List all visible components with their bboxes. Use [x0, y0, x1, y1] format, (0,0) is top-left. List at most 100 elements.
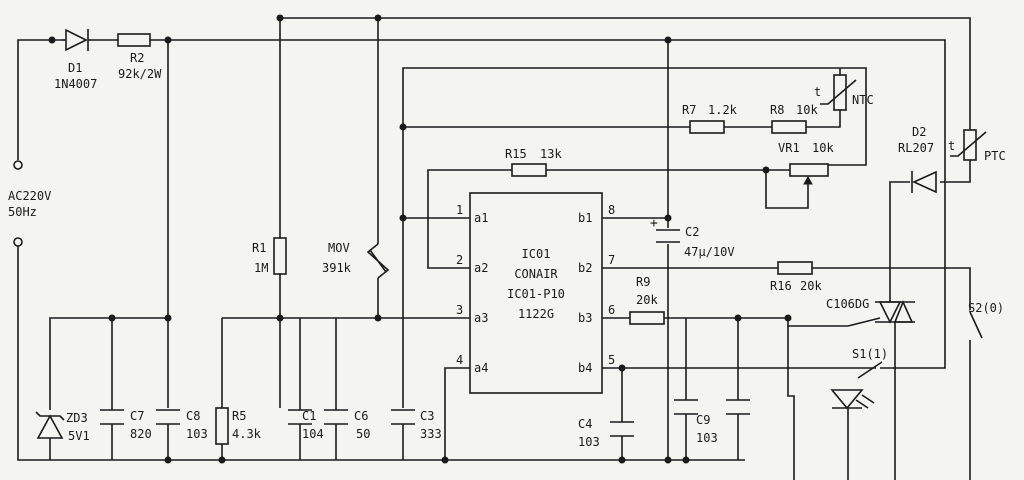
wire-r8-ntc	[806, 110, 841, 128]
thermistor-ptc-symbol	[950, 129, 987, 161]
label-s2-ref: S2(0)	[968, 301, 1004, 315]
ic01-package	[469, 192, 603, 394]
capacitor-c3-symbol	[391, 409, 415, 425]
label-r15-value: 13k	[540, 147, 562, 161]
junction	[164, 456, 172, 464]
ic-pin-name-b4: b4	[578, 361, 592, 375]
resistor-r9-symbol	[629, 311, 665, 325]
label-r2-value: 92k/2W	[118, 67, 162, 81]
capacitor-c7-symbol	[100, 409, 124, 425]
label-r1-ref: R1	[252, 241, 266, 255]
ic-pin-num-2: 2	[456, 253, 463, 267]
wire-zd3-rail	[49, 317, 168, 410]
ic-pin-name-a3: a3	[474, 311, 488, 325]
resistor-r8-symbol	[771, 120, 807, 134]
label-c3-ref: C3	[420, 409, 434, 423]
capacitor-c9-symbol	[674, 399, 698, 415]
label-c7-value: 820	[130, 427, 152, 441]
junction	[618, 456, 626, 464]
potentiometer-vr1-symbol	[789, 163, 829, 185]
ic-pin-name-a4: a4	[474, 361, 488, 375]
label-ptc-ref: PTC	[984, 149, 1006, 163]
junction	[682, 456, 690, 464]
wires	[17, 17, 971, 480]
capacitor-unlabeled-symbol	[726, 399, 750, 415]
label-zd3-value: 5V1	[68, 429, 90, 443]
capacitor-c8-symbol	[156, 409, 180, 425]
label-zd3-ref: ZD3	[66, 411, 88, 425]
label-c6-value: 50	[356, 427, 370, 441]
ic-line-2: CONAIR	[514, 267, 558, 281]
wire-vr1-loop	[765, 170, 809, 209]
junction	[664, 456, 672, 464]
label-r7-ref: R7	[682, 103, 696, 117]
svg-text:+: +	[650, 216, 658, 231]
junction	[399, 214, 407, 222]
ic-pin-num-1: 1	[456, 203, 463, 217]
switch-s2-symbol	[969, 305, 983, 339]
label-r5-value: 4.3k	[232, 427, 262, 441]
wire-r9-gate	[664, 317, 848, 327]
wire-a2-r15	[427, 169, 512, 269]
indicator-lamp-symbol	[830, 389, 875, 410]
thermistor-ntc-symbol	[820, 74, 857, 111]
capacitor-c2-symbol: +	[650, 216, 680, 243]
label-c3-value: 333	[420, 427, 442, 441]
capacitor-c6-symbol	[324, 409, 348, 425]
ic-line-1: IC01	[522, 247, 551, 261]
ic-pin-name-b1: b1	[578, 211, 592, 225]
ic-pin-num-8: 8	[608, 203, 615, 217]
label-c1-value: 104	[302, 427, 324, 441]
label-c4-value: 103	[578, 435, 600, 449]
ic-pin-name-a1: a1	[474, 211, 488, 225]
label-r15-ref: R15	[505, 147, 527, 161]
resistor-r5-symbol	[215, 407, 229, 445]
scr-c106dg-symbol	[847, 290, 915, 335]
junctions	[48, 14, 792, 464]
wire-a4	[444, 367, 470, 460]
junction	[218, 456, 226, 464]
ic-line-4: 1122G	[518, 307, 554, 321]
label-ntc-mark: t	[814, 85, 821, 99]
wire-lamp-left	[787, 326, 795, 480]
label-r5-ref: R5	[232, 409, 246, 423]
label-c1-ref: C1	[302, 409, 316, 423]
wire-main-rail	[150, 39, 946, 369]
label-d1-value: 1N4007	[54, 77, 97, 91]
varistor-mov-bar	[369, 249, 387, 273]
switch-s1-symbol	[857, 361, 883, 379]
wire-top-outer	[280, 17, 971, 130]
junction	[784, 314, 792, 322]
junction	[48, 36, 56, 44]
ic-pin-name-a2: a2	[474, 261, 488, 275]
label-r9-ref: R9	[636, 275, 650, 289]
wire-r16-right	[812, 267, 971, 305]
wire-ground-rail	[17, 246, 745, 461]
junction	[276, 14, 284, 22]
label-c8-ref: C8	[186, 409, 200, 423]
diode-d2-symbol	[911, 170, 937, 194]
resistor-r2-symbol	[117, 33, 151, 47]
label-ac-frequency: 50Hz	[8, 205, 37, 219]
label-scr-ref: C106DG	[826, 297, 869, 311]
label-c9-value: 103	[696, 431, 718, 445]
junction	[399, 123, 407, 131]
resistor-r7-symbol	[689, 120, 725, 134]
ic-pin-num-5: 5	[608, 353, 615, 367]
junction	[618, 364, 626, 372]
label-r16-ref: R16	[770, 279, 792, 293]
label-d1-ref: D1	[68, 61, 82, 75]
label-mov-ref: MOV	[328, 241, 350, 255]
junction	[276, 314, 284, 322]
label-r1-value: 1M	[254, 261, 268, 275]
junction	[664, 214, 672, 222]
capacitor-c1-symbol	[288, 409, 312, 425]
label-c7-ref: C7	[130, 409, 144, 423]
label-ac-source: AC220V	[8, 189, 51, 203]
junction	[762, 166, 770, 174]
diode-d1-symbol	[62, 28, 92, 52]
zener-zd3-symbol	[35, 411, 65, 439]
label-r9-value: 20k	[636, 293, 658, 307]
ic-pin-name-b3: b3	[578, 311, 592, 325]
